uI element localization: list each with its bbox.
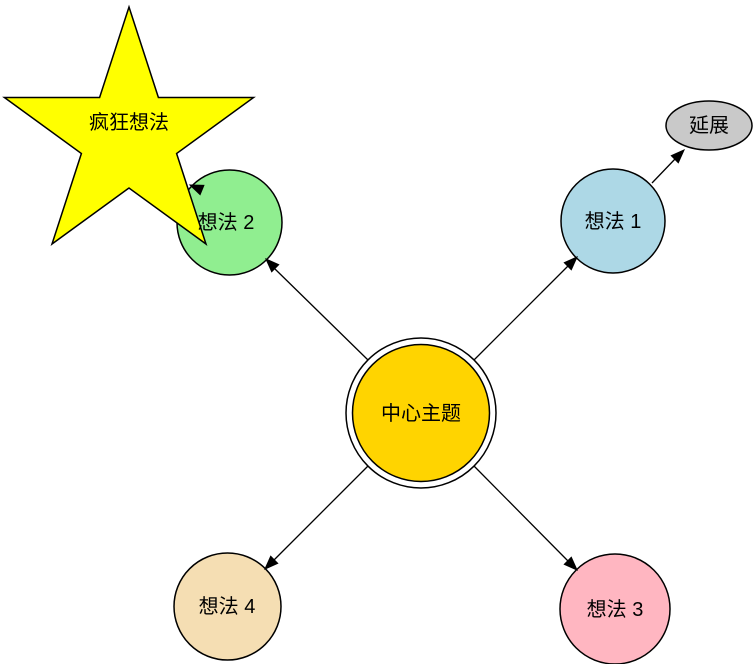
edge-line [273,465,369,561]
arrowhead-icon [188,184,205,196]
node-center-inner-circle [351,343,491,483]
edge-center-to-idea4 [264,465,369,570]
node-idea1-circle[interactable] [560,168,666,274]
edge-center-to-idea3 [473,465,578,571]
node-idea4-circle[interactable] [173,552,282,661]
arrowhead-icon [670,149,685,164]
node-extension-ellipse[interactable] [665,100,753,151]
node-crazy-idea-label: 疯狂想法 [89,111,169,134]
node-extension-label: 延展 [689,114,729,137]
arrowhead-icon [563,556,578,571]
node-idea3-circle[interactable] [559,553,671,664]
node-idea1-label: 想法 1 [585,210,642,233]
arrowhead-icon [563,256,578,271]
node-idea2-label: 想法 2 [198,211,255,234]
edge-center-to-idea2 [265,258,369,361]
arrowhead-icon [265,258,280,273]
node-idea4-label: 想法 4 [199,595,256,618]
edge-line [473,465,569,562]
edge-line [651,158,676,184]
edge-idea1-to-extension [651,149,685,184]
edge-line [473,265,569,361]
edge-line [274,268,369,361]
node-center-doublecircle[interactable] [345,337,497,489]
node-center-label: 中心主题 [381,402,461,425]
edge-center-to-idea1 [473,256,578,361]
arrowhead-icon [264,555,279,570]
edge-idea2-to-crazy-idea [188,184,205,196]
node-crazy-idea-star[interactable] [2,4,256,246]
node-idea3-label: 想法 3 [587,598,644,621]
